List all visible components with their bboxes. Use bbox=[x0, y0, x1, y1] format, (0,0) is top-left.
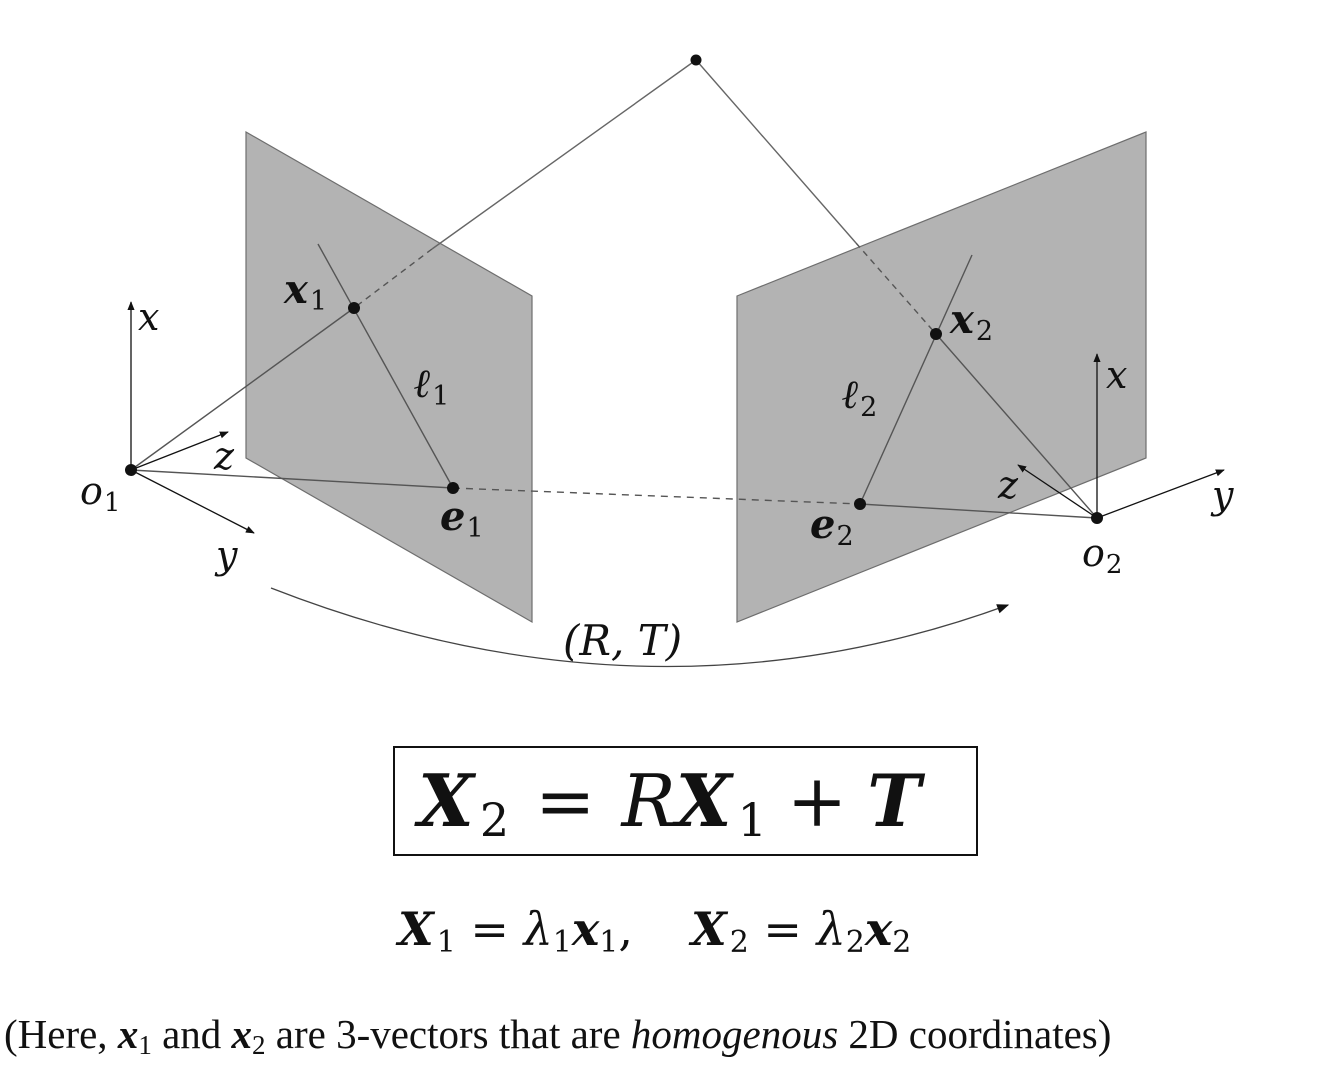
baseline-hidden bbox=[452, 487, 861, 505]
caption: (Here, x1 and x2 are 3-vectors that are … bbox=[4, 1011, 1111, 1060]
ray-point-to-x1 bbox=[431, 59, 697, 250]
point-x1 bbox=[348, 302, 360, 314]
ray-x1-hidden bbox=[353, 248, 433, 309]
cam2-z-label: z bbox=[997, 463, 1019, 507]
right-image-plane bbox=[736, 131, 1147, 623]
origin-o1-dot bbox=[125, 464, 137, 476]
cam2-x-label: x bbox=[1106, 353, 1127, 397]
transform-label: (R, T) bbox=[563, 616, 682, 665]
cam2-y-axis bbox=[1096, 469, 1225, 519]
ray-x2-to-o2 bbox=[935, 333, 1098, 519]
world-point bbox=[690, 54, 702, 66]
epipolar-line-l2 bbox=[859, 254, 973, 505]
label-e1: e1 bbox=[440, 493, 484, 544]
point-x2 bbox=[930, 328, 942, 340]
cam2-y-label: y bbox=[1210, 473, 1234, 517]
ray-x1-to-o1 bbox=[130, 307, 355, 471]
left-image-plane bbox=[245, 130, 533, 624]
label-l2: ℓ2 bbox=[842, 371, 877, 423]
origin-o2-dot bbox=[1091, 512, 1103, 524]
cam1-z-label: z bbox=[213, 434, 235, 478]
label-e2: e2 bbox=[810, 501, 854, 552]
equation-box bbox=[393, 746, 978, 856]
label-o1: o1 bbox=[80, 469, 120, 518]
ray-point-to-x2 bbox=[695, 59, 857, 244]
label-o2: o2 bbox=[1082, 531, 1122, 580]
label-x1: x1 bbox=[283, 266, 327, 317]
cam1-y-label: y bbox=[214, 533, 238, 577]
cam1-z-axis bbox=[130, 431, 229, 471]
cam1-y-axis bbox=[130, 469, 255, 534]
baseline-o1-e1 bbox=[130, 469, 454, 489]
label-x2: x2 bbox=[949, 296, 993, 347]
ray-x2-hidden bbox=[855, 242, 937, 335]
epipolar-line-l1 bbox=[317, 243, 454, 489]
epipole-e1-dot bbox=[447, 482, 459, 494]
epipole-e2-dot bbox=[854, 498, 866, 510]
cam2-z-axis bbox=[1017, 464, 1098, 519]
transform-arc bbox=[270, 587, 1010, 668]
label-l1: ℓ1 bbox=[414, 360, 449, 412]
cam1-x-label: x bbox=[138, 295, 159, 339]
baseline-e2-o2 bbox=[859, 503, 1098, 519]
